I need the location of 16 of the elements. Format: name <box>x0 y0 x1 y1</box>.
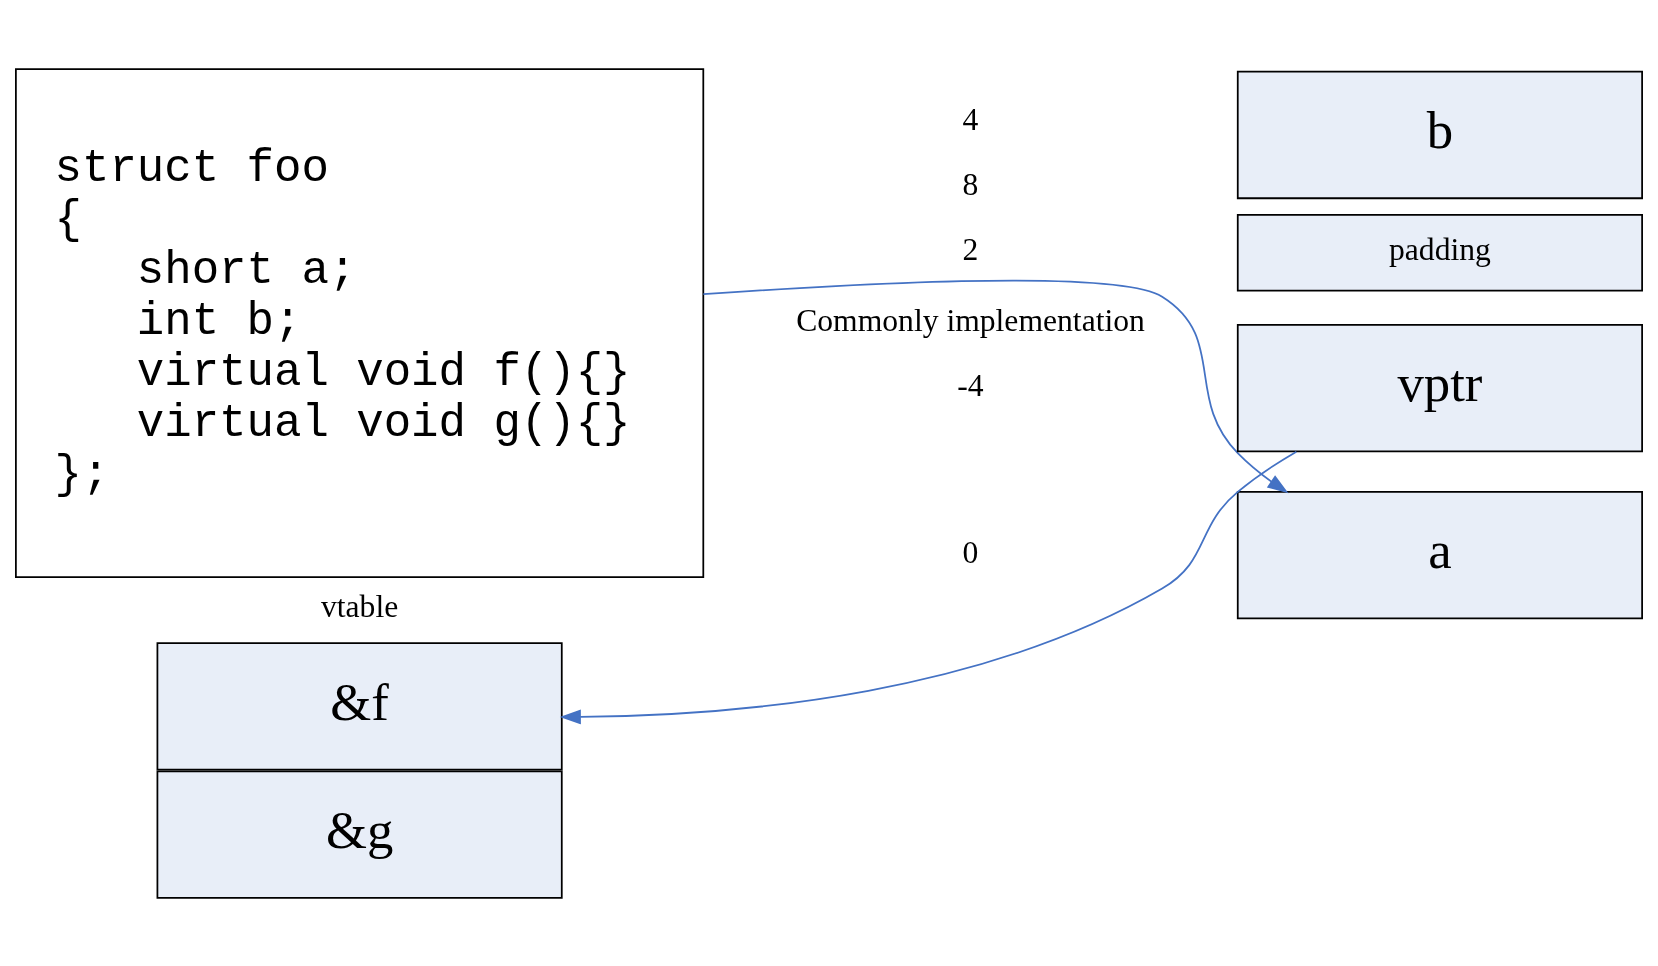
node-box: padding <box>1236 213 1643 291</box>
node-box: &f <box>156 641 563 770</box>
label: vtable <box>320 588 399 624</box>
arrow <box>702 279 1289 493</box>
node-box: vptr <box>1236 323 1643 452</box>
label: 8 <box>962 166 979 202</box>
label: 4 <box>962 101 979 137</box>
node-box: b <box>1236 70 1643 199</box>
label: -4 <box>957 367 984 403</box>
label: 2 <box>962 231 979 267</box>
label: Commonly implementation <box>796 302 1145 338</box>
node-box: struct foo { short a; int b; virtual void f(){} virtual void g(){} }; <box>15 67 705 578</box>
arrow <box>559 450 1298 724</box>
node-box: &g <box>156 770 563 899</box>
label: 0 <box>962 534 979 570</box>
node-box: a <box>1236 490 1643 619</box>
